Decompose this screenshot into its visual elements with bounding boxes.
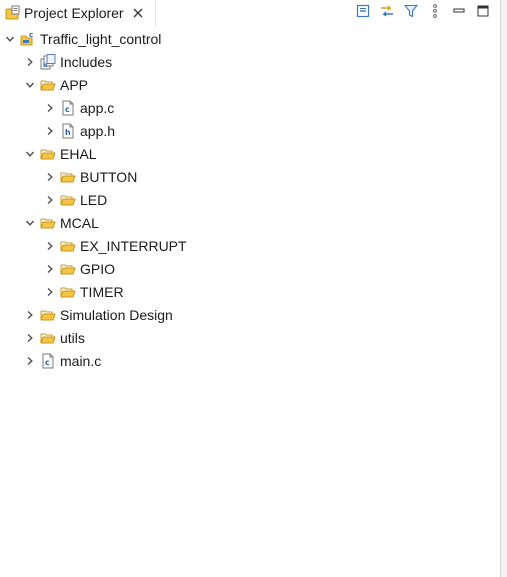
chevron-right-icon[interactable] — [22, 353, 38, 369]
file-label: app.c — [80, 99, 115, 116]
c-source-file-icon: c — [60, 100, 76, 116]
file-label: app.h — [80, 122, 116, 139]
project-tree: c Traffic_light_control h Includes — [0, 27, 500, 372]
folder-open-icon — [60, 284, 76, 300]
close-icon[interactable] — [132, 7, 144, 19]
tree-item-ehal-folder[interactable]: EHAL — [0, 142, 500, 165]
folder-label: EX_INTERRUPT — [80, 237, 187, 254]
svg-text:h: h — [43, 62, 47, 69]
chevron-down-icon[interactable] — [22, 77, 38, 93]
includes-icon: h — [40, 53, 56, 70]
tab-title: Project Explorer — [24, 5, 124, 21]
ehal-folder-label: EHAL — [60, 145, 97, 162]
folder-open-icon — [60, 238, 76, 254]
svg-text:c: c — [29, 31, 33, 39]
file-label: main.c — [60, 352, 102, 369]
c-project-icon: c — [20, 31, 36, 47]
svg-text:c: c — [45, 358, 50, 367]
folder-open-icon — [40, 307, 56, 323]
tree-item-button-folder[interactable]: BUTTON — [0, 165, 500, 188]
folder-label: GPIO — [80, 260, 116, 277]
tree-item-led-folder[interactable]: LED — [0, 188, 500, 211]
includes-label: Includes — [60, 53, 113, 70]
folder-open-icon — [40, 330, 56, 346]
chevron-right-icon[interactable] — [42, 169, 58, 185]
folder-open-icon — [60, 192, 76, 208]
folder-open-icon — [60, 169, 76, 185]
tree-item-simulation-design-folder[interactable]: Simulation Design — [0, 303, 500, 326]
view-toolbar — [348, 2, 492, 20]
folder-label: TIMER — [80, 283, 124, 300]
folder-label: Simulation Design — [60, 306, 173, 323]
view-menu-icon[interactable] — [426, 2, 444, 20]
mcal-folder-label: MCAL — [60, 214, 99, 231]
chevron-down-icon[interactable] — [22, 146, 38, 162]
chevron-right-icon[interactable] — [42, 100, 58, 116]
chevron-right-icon[interactable] — [42, 123, 58, 139]
folder-label: utils — [60, 329, 85, 346]
minimize-icon[interactable] — [450, 2, 468, 20]
chevron-right-icon[interactable] — [22, 330, 38, 346]
project-explorer-icon — [5, 5, 21, 21]
tree-item-utils-folder[interactable]: utils — [0, 326, 500, 349]
chevron-right-icon[interactable] — [42, 238, 58, 254]
link-with-editor-icon[interactable] — [378, 2, 396, 20]
folder-open-icon — [40, 215, 56, 231]
chevron-down-icon[interactable] — [2, 31, 18, 47]
filter-icon[interactable] — [402, 2, 420, 20]
tree-item-timer-folder[interactable]: TIMER — [0, 280, 500, 303]
project-label: Traffic_light_control — [40, 30, 162, 47]
chevron-right-icon[interactable] — [22, 54, 38, 70]
project-explorer-tab[interactable]: Project Explorer — [0, 0, 156, 26]
folder-label: LED — [80, 191, 108, 208]
tree-item-mcal-folder[interactable]: MCAL — [0, 211, 500, 234]
tree-item-app-folder[interactable]: APP — [0, 73, 500, 96]
chevron-right-icon[interactable] — [42, 192, 58, 208]
svg-text:c: c — [65, 105, 70, 114]
folder-open-icon — [60, 261, 76, 277]
chevron-right-icon[interactable] — [42, 261, 58, 277]
chevron-down-icon[interactable] — [22, 215, 38, 231]
c-source-file-icon: c — [40, 353, 56, 369]
app-folder-label: APP — [60, 76, 89, 93]
maximize-icon[interactable] — [474, 2, 492, 20]
chevron-right-icon[interactable] — [22, 307, 38, 323]
tree-item-app-h[interactable]: h app.h — [0, 119, 500, 142]
svg-text:h: h — [65, 128, 71, 137]
view-tab-bar: Project Explorer — [0, 0, 500, 26]
folder-open-icon — [40, 77, 56, 93]
panel-sash[interactable] — [501, 0, 507, 577]
collapse-all-icon[interactable] — [354, 2, 372, 20]
tree-item-includes[interactable]: h Includes — [0, 50, 500, 73]
tree-item-app-c[interactable]: c app.c — [0, 96, 500, 119]
folder-label: BUTTON — [80, 168, 138, 185]
c-header-file-icon: h — [60, 123, 76, 139]
tree-item-ex-interrupt-folder[interactable]: EX_INTERRUPT — [0, 234, 500, 257]
tree-item-main-c[interactable]: c main.c — [0, 349, 500, 372]
tree-item-gpio-folder[interactable]: GPIO — [0, 257, 500, 280]
tree-item-project[interactable]: c Traffic_light_control — [0, 27, 500, 50]
chevron-right-icon[interactable] — [42, 284, 58, 300]
folder-open-icon — [40, 146, 56, 162]
